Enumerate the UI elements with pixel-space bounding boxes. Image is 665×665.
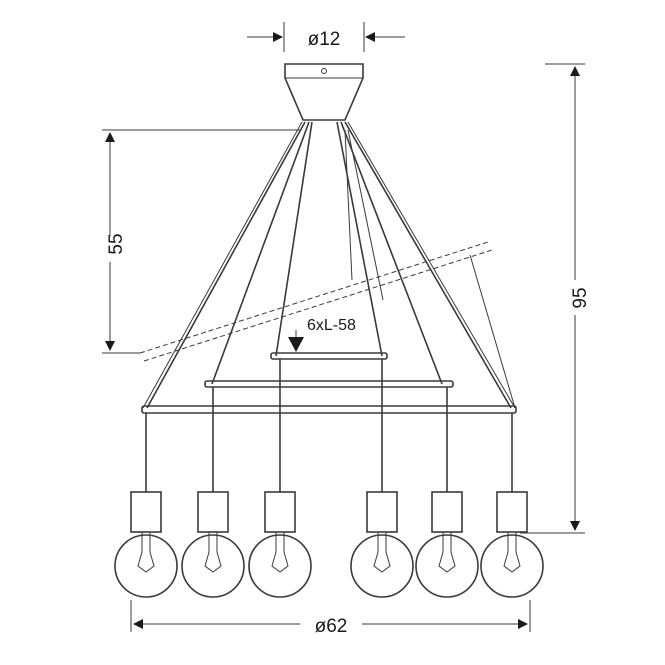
canopy-diameter-label: ø12 (308, 29, 341, 50)
ceiling-canopy (284, 63, 364, 121)
total-height-dimension: 95 (520, 63, 591, 534)
bulb-3 (248, 491, 312, 598)
total-diameter-dimension: ø62 (130, 600, 531, 637)
total-diameter-label: ø62 (315, 616, 348, 637)
cable-spec-label: 6xL-58 (307, 317, 356, 334)
bulb-5 (415, 491, 479, 598)
bulb-6 (480, 491, 544, 598)
bulb-4 (350, 491, 414, 598)
bulb-2 (181, 491, 245, 598)
ring-bars (141, 352, 517, 414)
bulb-1 (114, 491, 178, 598)
suspension-wires (142, 121, 516, 409)
drop-cords (145, 359, 513, 492)
cable-height-label: 55 (106, 233, 127, 254)
cable-height-dimension: 55 (102, 129, 300, 354)
total-height-label: 95 (570, 287, 591, 308)
cable-spec-annotation: 6xL-58 (288, 317, 356, 352)
cut-break-line (139, 241, 493, 362)
canopy-diameter-dimension: ø12 (247, 22, 405, 52)
